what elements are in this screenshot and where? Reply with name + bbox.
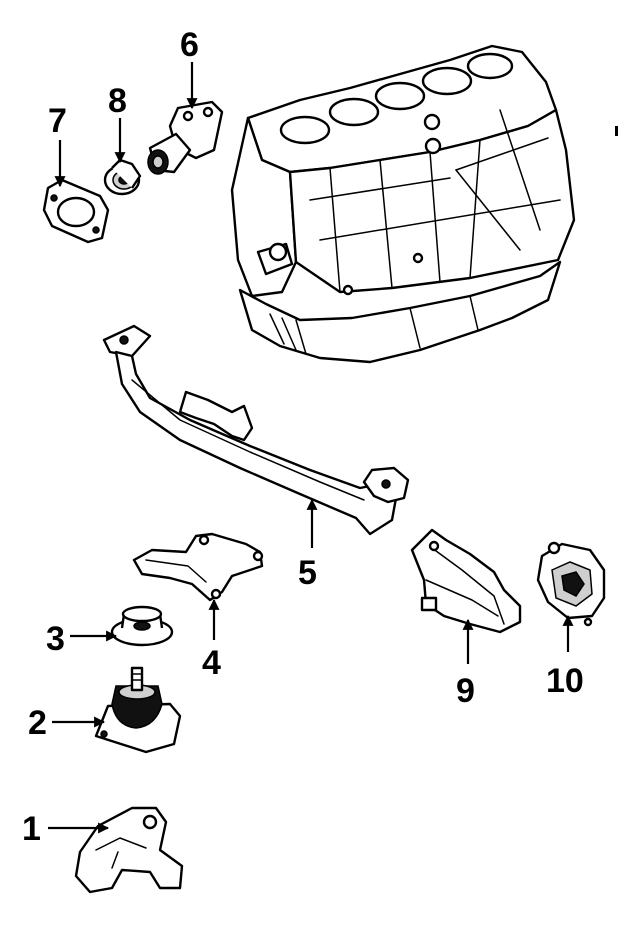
callout-number-7: 7 [48,102,67,140]
mount-part-10 [536,541,606,620]
bracket-part-4 [132,532,264,602]
callout-number-2: 2 [28,704,47,742]
crossmember-part [102,324,410,536]
callout-number-3: 3 [46,620,65,658]
callout-number-9: 9 [456,672,475,710]
stopper-part-3 [110,605,174,647]
bracket-part-1 [74,806,184,894]
engine-mount-part-2 [94,666,182,754]
thermostat-part [103,158,142,196]
callout-number-6: 6 [180,26,199,64]
engine-block-drawing [230,44,576,364]
callout-number-4: 4 [202,644,221,682]
stray-marks [583,126,618,627]
gasket-part [42,178,110,244]
callout-number-1: 1 [22,810,41,848]
callout-number-8: 8 [108,82,127,120]
callout-number-10: 10 [546,662,584,700]
bracket-part-9 [410,528,522,634]
thermostat-housing-part [147,100,224,175]
callout-number-5: 5 [298,554,317,592]
